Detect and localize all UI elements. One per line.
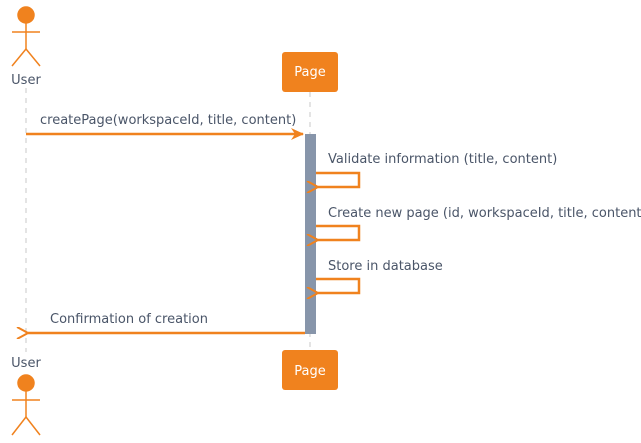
actor-stick-figure-icon: [11, 6, 41, 67]
participant-page-box-bottom: [282, 350, 338, 390]
actor-label-user-bottom: User: [11, 356, 41, 371]
self-loop-arrow-validate: [316, 171, 361, 187]
message-create-new-page: Create new page (id, workspaceId, title,…: [316, 206, 641, 240]
message-validate-information: Validate information (title, content): [316, 152, 557, 187]
actor-stick-figure-icon: [11, 374, 41, 436]
self-loop-arrow-store: [316, 277, 361, 293]
message-label-create-new-page: Create new page (id, workspaceId, title,…: [328, 206, 641, 221]
message-label-validate-information: Validate information (title, content): [328, 152, 557, 167]
message-label-create-page: createPage(workspaceId, title, content): [40, 113, 296, 128]
actor-user-top: User: [11, 6, 41, 88]
message-confirmation: Confirmation of creation: [28, 312, 305, 333]
message-create-page: createPage(workspaceId, title, content): [26, 113, 304, 140]
page-activation-bar: [305, 134, 316, 334]
actor-label-user-top: User: [11, 73, 41, 88]
actor-user-bottom: User: [11, 356, 41, 436]
message-label-confirmation: Confirmation of creation: [50, 312, 208, 327]
participant-page-bottom: Page: [282, 350, 338, 390]
self-loop-arrow-create: [316, 224, 361, 240]
participant-label-page-bottom: Page: [294, 364, 325, 379]
participant-label-page-top: Page: [294, 65, 325, 80]
message-label-store-in-database: Store in database: [328, 259, 443, 274]
message-store-in-database: Store in database: [316, 259, 443, 293]
participant-page-box-top: [282, 52, 338, 92]
participant-page-top: Page: [282, 52, 338, 92]
